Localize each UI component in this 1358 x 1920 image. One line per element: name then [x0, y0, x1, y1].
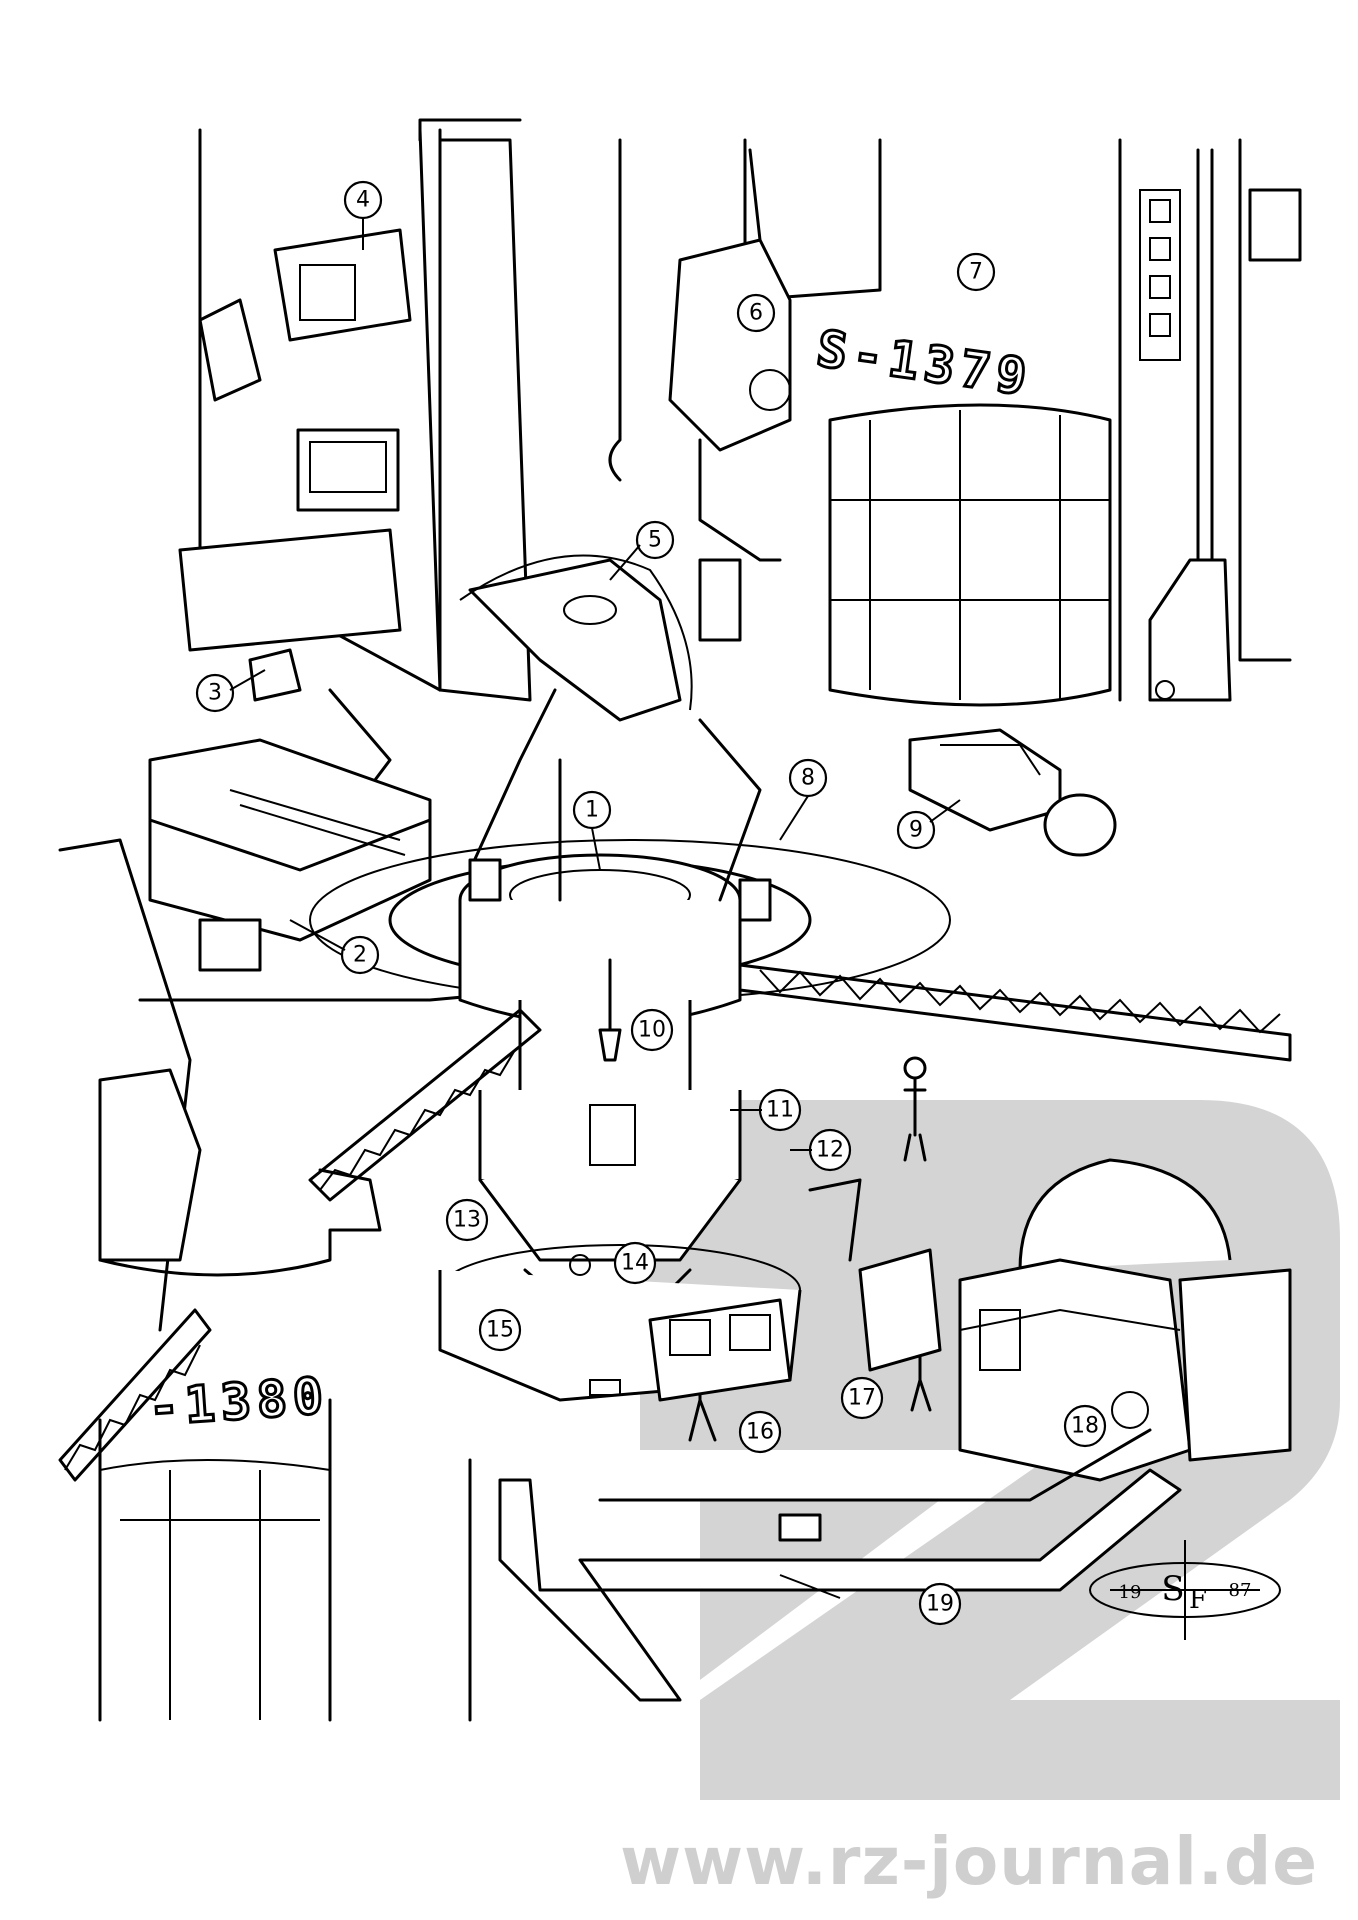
svg-text:7: 7 [969, 260, 983, 285]
callout-16: 16 [738, 1410, 782, 1454]
callout-12: 12 [808, 1128, 852, 1172]
callout-19: 19 [918, 1582, 962, 1626]
svg-text:15: 15 [486, 1318, 514, 1343]
hover-vehicle-9 [908, 728, 1117, 857]
svg-text:S: S [1161, 1569, 1184, 1609]
wall-unit-6 [668, 148, 792, 642]
svg-text:1: 1 [585, 798, 599, 823]
hull-label-s1379: S-1379 [813, 319, 1036, 407]
callout-13: 13 [445, 1198, 489, 1242]
callout-7: 7 [956, 252, 996, 292]
callout-11: 11 [758, 1088, 802, 1132]
hull-label-1380: -1380 [147, 1367, 331, 1437]
callouts: 1 2 3 4 5 6 7 8 9 10 11 12 13 14 15 16 1… [195, 180, 1107, 1626]
callout-4: 4 [343, 180, 383, 220]
signature-initial-2: F [1189, 1585, 1207, 1615]
callout-leaders [229, 218, 961, 1599]
gantry-trusses [58, 963, 1292, 1482]
svg-text:5: 5 [648, 528, 662, 553]
signature-year-right: 87 [1229, 1580, 1252, 1601]
svg-text:16: 16 [746, 1420, 774, 1445]
callout-3: 3 [195, 673, 235, 713]
svg-text:9: 9 [909, 818, 923, 843]
svg-text:8: 8 [801, 766, 815, 791]
svg-text:87: 87 [1229, 1580, 1252, 1601]
callout-18: 18 [1063, 1404, 1107, 1448]
svg-text:F: F [1189, 1585, 1207, 1615]
artist-signature: 19 S F 87 [1089, 1540, 1281, 1640]
callout-1: 1 [572, 790, 612, 830]
svg-text:4: 4 [356, 188, 370, 213]
rocket-s1379: S-1379 [812, 188, 1302, 707]
callout-17: 17 [840, 1376, 884, 1420]
callout-2: 2 [340, 935, 380, 975]
svg-text:12: 12 [816, 1138, 844, 1163]
wall-devices-left [178, 228, 412, 802]
callout-14: 14 [613, 1241, 657, 1285]
watermark-url: www.rz-journal.de [620, 1823, 1318, 1900]
rail-19 [468, 1428, 1182, 1722]
consoles-16-17 [648, 1178, 942, 1402]
svg-text:6: 6 [749, 301, 763, 326]
svg-text:10: 10 [638, 1018, 666, 1043]
callout-9: 9 [896, 810, 936, 850]
signature-year-left: 19 [1119, 1582, 1142, 1603]
svg-text:13: 13 [453, 1208, 481, 1233]
callout-8: 8 [788, 758, 828, 798]
rocket-1380: -1380 [58, 838, 382, 1722]
svg-text:19: 19 [1119, 1582, 1142, 1603]
svg-text:19: 19 [926, 1592, 954, 1617]
callout-6: 6 [736, 293, 776, 333]
svg-text:2: 2 [353, 943, 367, 968]
callout-10: 10 [630, 1008, 674, 1052]
robot-head-5 [459, 554, 693, 722]
svg-text:17: 17 [848, 1386, 876, 1411]
svg-text:14: 14 [621, 1251, 649, 1276]
console-2 [148, 738, 432, 972]
svg-text:18: 18 [1071, 1414, 1099, 1439]
svg-text:-1380: -1380 [147, 1367, 331, 1437]
svg-text:11: 11 [766, 1098, 794, 1123]
callout-15: 15 [478, 1308, 522, 1352]
signature-initial-1: S [1161, 1569, 1184, 1609]
dome-module-18 [958, 1158, 1292, 1482]
svg-text:S-1379: S-1379 [813, 319, 1036, 407]
svg-text:3: 3 [208, 681, 222, 706]
callout-5: 5 [635, 520, 675, 560]
